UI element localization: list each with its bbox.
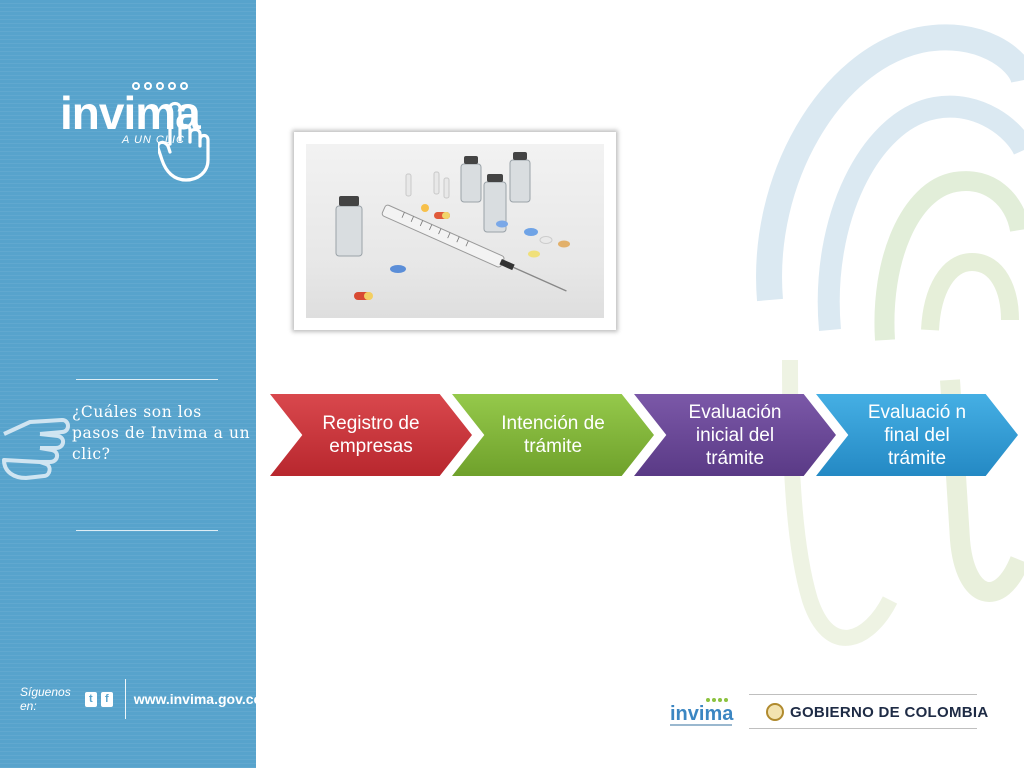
logo-tagline: A UN CLIC xyxy=(122,134,185,146)
step-label: Intención de trámite xyxy=(501,413,605,457)
twitter-icon[interactable]: t xyxy=(84,691,97,707)
step-registro-empresas: Registro de empresas xyxy=(270,394,472,476)
step-evaluacion-final: Evaluació n final del trámite xyxy=(816,394,1018,476)
medical-supplies-photo xyxy=(306,144,604,318)
step-label: Registro de empresas xyxy=(322,413,420,457)
question-text: ¿Cuáles son los pasos de Invima a un cli… xyxy=(72,403,251,463)
pointing-hand-outline-icon xyxy=(2,418,70,480)
footer-line-bottom xyxy=(749,728,977,729)
social-separator xyxy=(124,679,126,719)
facebook-icon[interactable]: f xyxy=(100,691,113,707)
footer-logo-text: invima xyxy=(670,703,734,725)
step-evaluacion-inicial: Evaluación inicial del trámite xyxy=(634,394,836,476)
sidebar: invima A UN CLIC ¿Cuáles son los pasos d… xyxy=(0,0,256,768)
step-label: Evaluación inicial del trámite xyxy=(688,401,782,469)
website-link[interactable]: www.invima.gov.co xyxy=(133,691,256,707)
top-divider xyxy=(76,379,218,380)
photo-frame xyxy=(294,132,616,330)
footer-line-top xyxy=(749,694,977,695)
step-label: Evaluació n final del trámite xyxy=(867,401,967,469)
pointing-hand-icon xyxy=(158,101,210,182)
colombia-seal-icon xyxy=(766,703,784,721)
logo-wordmark: invima xyxy=(60,87,201,139)
government-text: GOBIERNO DE COLOMBIA xyxy=(790,703,989,721)
social-bar: Síguenos en: t f www.invima.gov.co xyxy=(20,679,256,719)
invima-footer-logo: invima xyxy=(670,698,734,726)
government-logo: GOBIERNO DE COLOMBIA xyxy=(766,699,989,725)
bottom-divider xyxy=(76,530,218,531)
social-label: Síguenos en: xyxy=(20,685,71,713)
step-intencion-tramite: Intención de trámite xyxy=(452,394,654,476)
logo-dots xyxy=(132,82,188,90)
invima-logo: invima A UN CLIC xyxy=(60,82,210,182)
background-hand-art xyxy=(756,24,1024,646)
